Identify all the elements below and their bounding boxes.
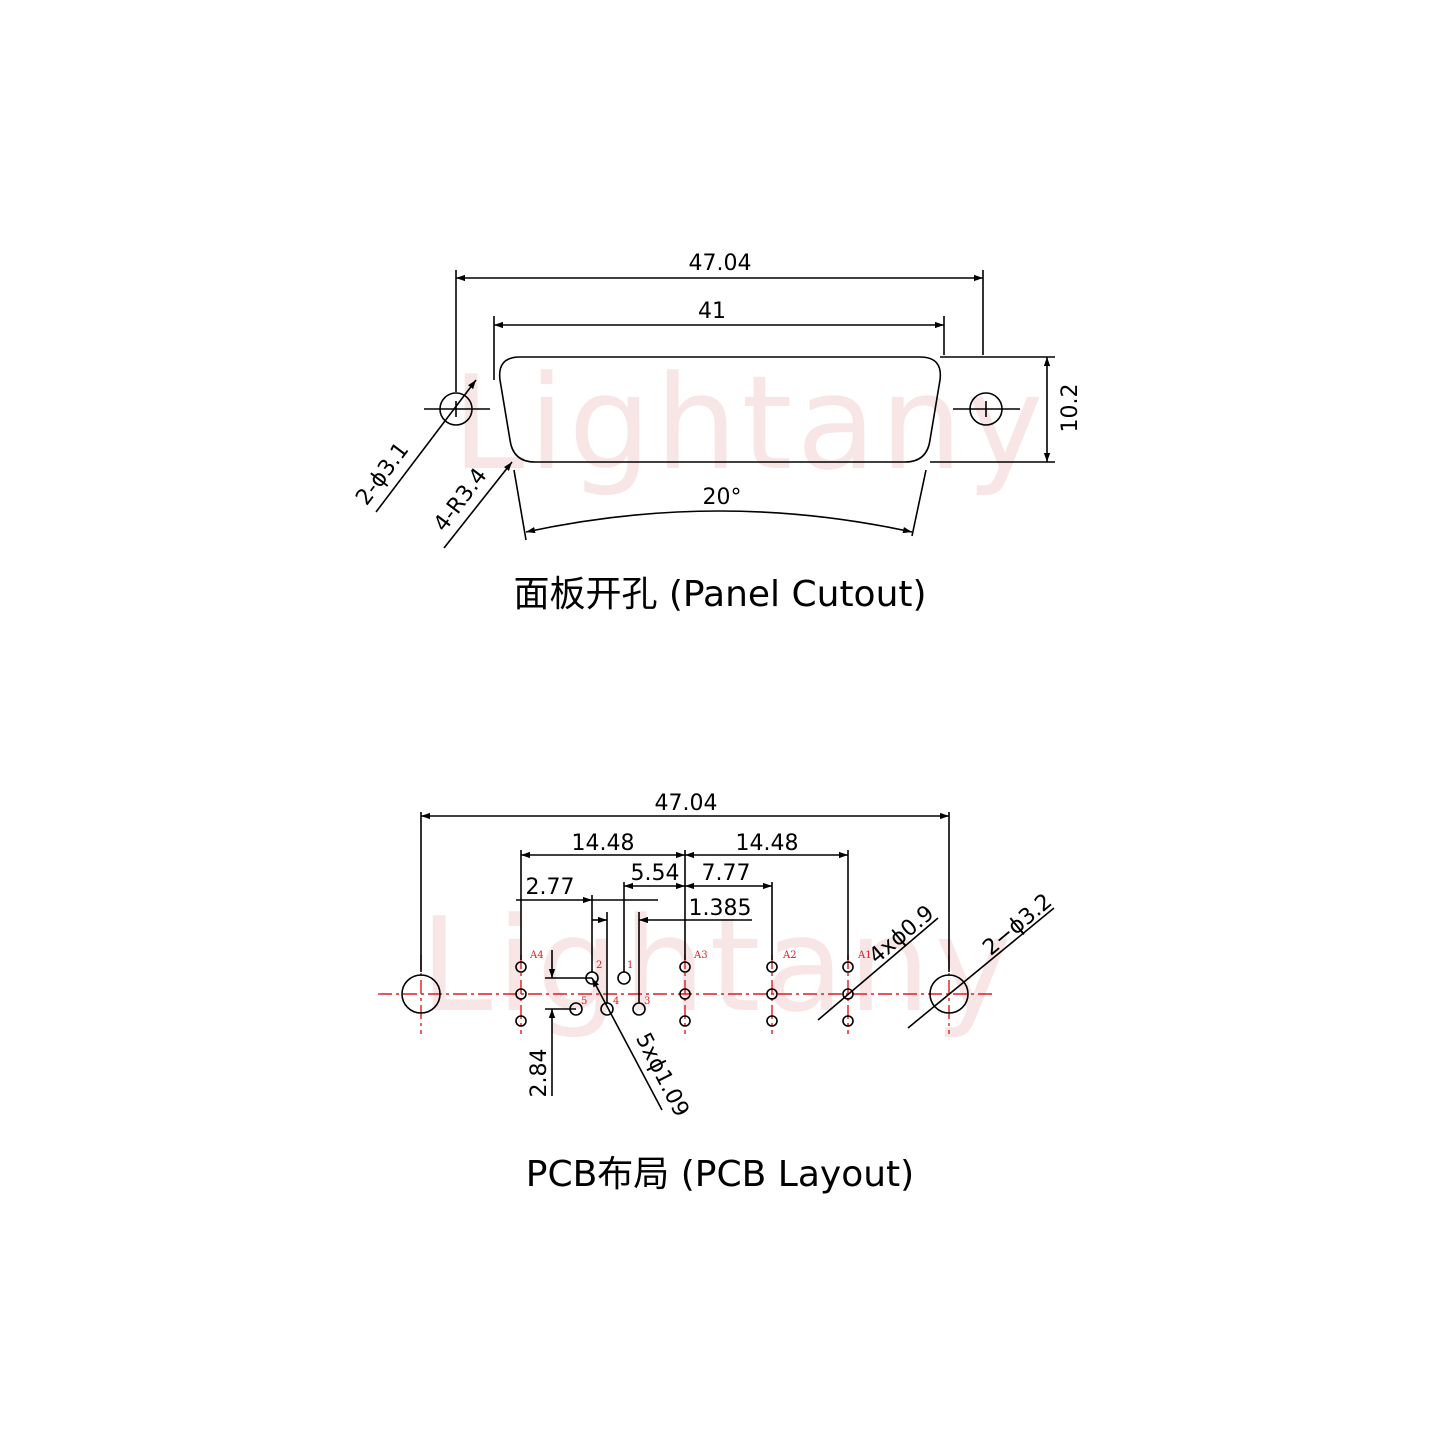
- pin-label-a4: A4: [529, 950, 544, 961]
- leader-corner-radius: [443, 461, 513, 549]
- pin-label-a2: A2: [782, 950, 797, 961]
- dim-text-47-04-top: 47.04: [689, 251, 752, 276]
- pcb-layout-drawing: [401, 812, 1055, 1111]
- leader-hole-dia: [375, 379, 477, 513]
- dim-text-20-deg: 20°: [703, 485, 742, 510]
- dim-arc-20-deg: [525, 510, 913, 534]
- pin-label-3: 3: [644, 996, 650, 1007]
- pin-label-2: 2: [596, 960, 602, 971]
- pcb-right-mount-hole: [929, 974, 969, 1014]
- panel-cutout-title: 面板开孔 (Panel Cutout): [513, 574, 926, 615]
- watermark-bottom: Lightany: [420, 889, 1015, 1041]
- pin-label-a3: A3: [693, 950, 708, 961]
- dim-text-2-77: 2.77: [526, 875, 575, 900]
- d-sub-cutout-outline: [498, 356, 942, 463]
- dim-text-5-54: 5.54: [631, 861, 680, 886]
- dim-text-1-385: 1.385: [689, 896, 752, 921]
- dim-text-7-77: 7.77: [702, 861, 751, 886]
- pin-label-1: 1: [627, 960, 633, 971]
- watermark-top: Lightany: [452, 347, 1047, 499]
- leader-signal-holes: [591, 977, 663, 1111]
- dim-text-right-14-48: 14.48: [736, 831, 799, 856]
- dim-text-41: 41: [698, 299, 726, 324]
- dim-text-signal-holes: 5xϕ1.09: [630, 1029, 693, 1121]
- leader-coax-holes: [817, 917, 939, 1021]
- pin-label-a1: A1: [857, 950, 872, 961]
- dim-text-left-14-48: 14.48: [572, 831, 635, 856]
- leader-mount-holes: [907, 907, 1055, 1029]
- panel-cutout-drawing: [375, 270, 1055, 549]
- pcb-layout-title: PCB布局 (PCB Layout): [526, 1154, 914, 1195]
- pin-label-4: 4: [613, 996, 619, 1007]
- dim-text-10-2: 10.2: [1058, 384, 1083, 433]
- dim-text-2-84: 2.84: [527, 1049, 552, 1098]
- pin-label-5: 5: [581, 996, 587, 1007]
- pcb-left-mount-hole: [401, 974, 441, 1014]
- dim-text-pcb-47-04: 47.04: [655, 791, 718, 816]
